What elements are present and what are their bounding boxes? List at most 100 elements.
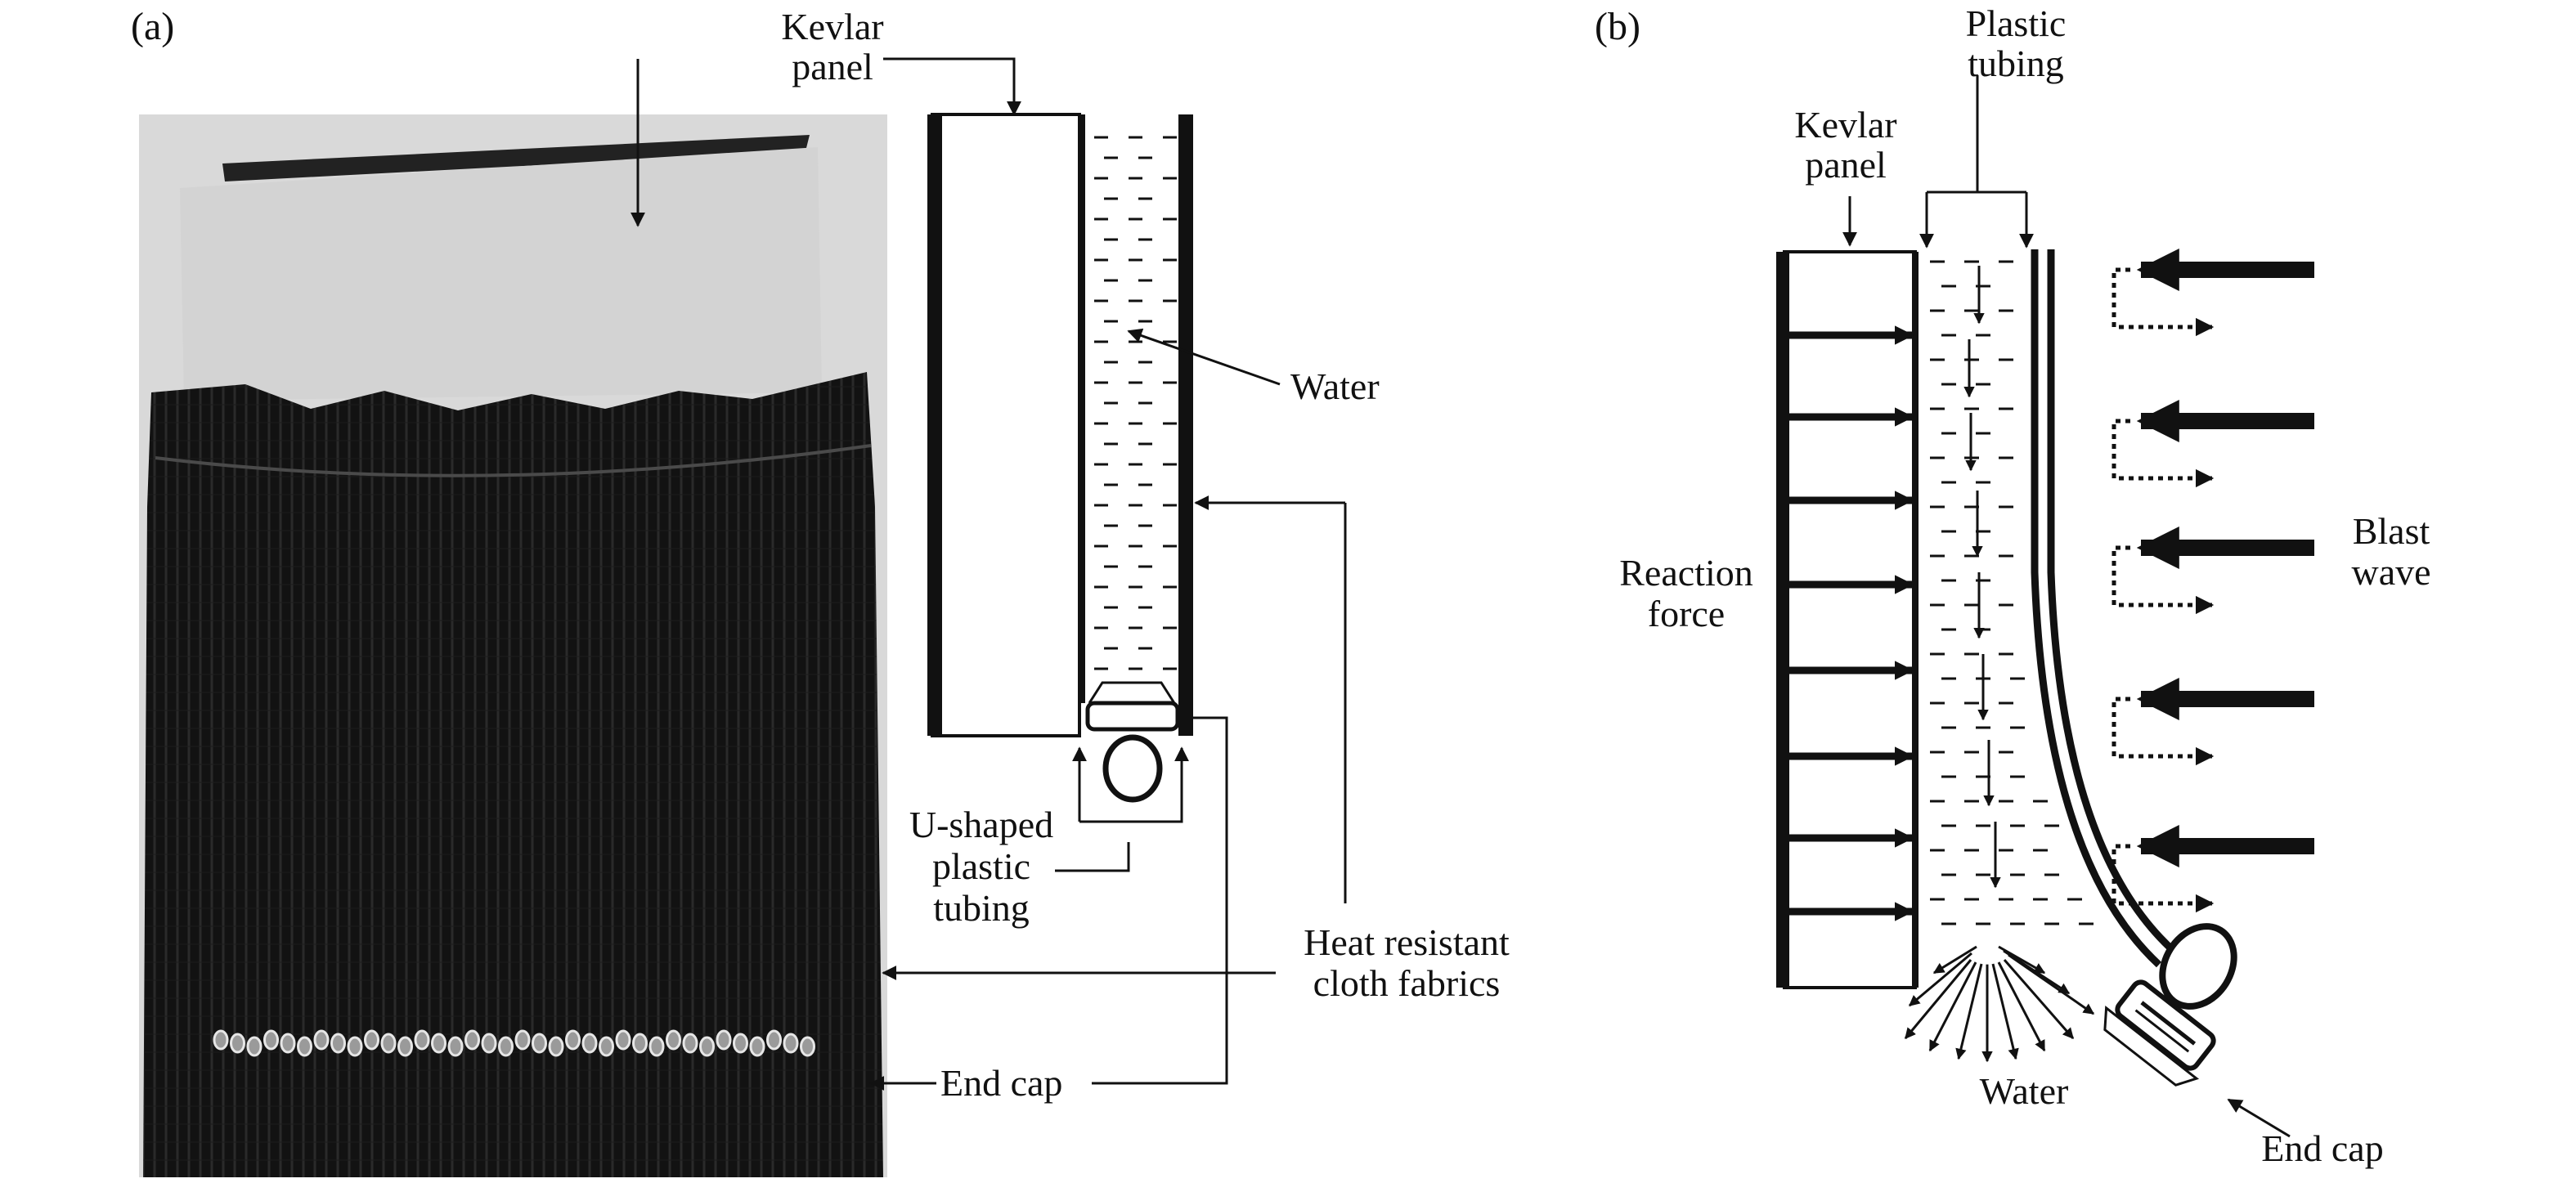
spray-arrow	[1932, 945, 1977, 975]
u-shaped-tubing-loop	[1102, 734, 1163, 803]
end-cap-photo	[733, 1033, 748, 1054]
prototype-photo	[139, 114, 887, 1177]
end-cap-photo	[766, 1029, 782, 1051]
end-cap-photo	[615, 1029, 631, 1051]
end-cap-photo	[800, 1036, 815, 1057]
fabric-seam	[155, 444, 872, 477]
end-cap-photo	[498, 1036, 514, 1057]
label-heat-resistant-1: Heat resistant	[1304, 921, 1510, 963]
reflected-wave-arrow	[2112, 545, 2215, 615]
kevlar-panel-block-b	[1783, 250, 1917, 989]
end-cap-photo	[548, 1036, 564, 1057]
end-cap-photo	[414, 1029, 430, 1051]
reflected-wave-arrow	[2112, 419, 2215, 488]
kevlar-sheet	[180, 147, 822, 401]
panel-b-leaders	[1842, 75, 2291, 1138]
reflected-wave-arrow	[2112, 697, 2215, 766]
water-spray-arrows	[1904, 945, 2095, 1063]
panel-b: (b) Plastic	[1595, 2, 2431, 1169]
end-cap-photo	[380, 1033, 397, 1054]
label-kevlar-b-2: panel	[1805, 144, 1887, 186]
label-plastic-tubing-2: tubing	[1968, 43, 2064, 84]
end-cap-photo	[716, 1029, 732, 1051]
end-cap-photo	[447, 1036, 464, 1057]
fabric-sleeve	[143, 372, 883, 1177]
end-cap-photo	[364, 1029, 379, 1051]
bent-outer-wall-1	[2031, 249, 2162, 968]
end-cap-photo	[397, 1036, 413, 1057]
end-cap-photo	[648, 1036, 665, 1057]
end-cap-row	[213, 1029, 815, 1057]
end-cap-photo	[464, 1029, 480, 1051]
label-water-a: Water	[1290, 365, 1380, 407]
end-cap-photo	[783, 1033, 799, 1054]
spray-arrow	[1991, 963, 2019, 1060]
leader-u-tubing	[1055, 842, 1130, 872]
label-blast-wave-1: Blast	[2353, 510, 2430, 552]
u-tubing-loop-b	[2159, 923, 2237, 1010]
label-water-b: Water	[1980, 1070, 2069, 1112]
end-cap-detached	[2103, 979, 2216, 1087]
label-reaction-force-2: force	[1648, 593, 1725, 634]
water-flow-arrows	[1963, 266, 2001, 889]
label-end-cap-a: End cap	[940, 1062, 1062, 1104]
spray-arrow	[2003, 959, 2075, 1040]
heat-resistant-fabric-wall	[1178, 114, 1193, 736]
panel-b-label: (b)	[1595, 5, 1640, 48]
tube-inner-wall-b	[1912, 252, 1919, 988]
end-cap-photo	[297, 1036, 312, 1057]
label-kevlar-a-1: Kevlar	[781, 6, 883, 47]
end-cap-photo	[431, 1033, 447, 1054]
end-cap-photo	[263, 1029, 279, 1051]
label-u-tubing-2: plastic	[932, 845, 1030, 887]
leader-end-cap-schematic	[1092, 716, 1228, 1085]
label-plastic-tubing-1: Plastic	[1966, 2, 2067, 44]
water-dashes-b	[1930, 260, 2094, 925]
end-cap-photo	[749, 1036, 765, 1057]
bent-outer-wall-2	[2047, 249, 2178, 956]
end-cap-photo	[330, 1033, 346, 1054]
label-blast-wave-2: wave	[2351, 551, 2430, 593]
label-heat-resistant-2: cloth fabrics	[1313, 962, 1501, 1004]
reaction-force-arrows	[1789, 325, 1914, 921]
label-u-tubing-1: U-shaped	[909, 804, 1053, 845]
panel-a-leaders	[631, 57, 1347, 1091]
end-cap-photo	[514, 1029, 531, 1051]
panel-a: (a)	[131, 5, 1510, 1177]
kevlar-panel-edge	[927, 114, 942, 736]
leader-kevlar-panel-a	[883, 57, 1021, 116]
label-kevlar-a-2: panel	[792, 46, 873, 87]
cross-section	[927, 113, 1193, 803]
blast-wave-arrows	[2112, 249, 2314, 913]
spray-arrow	[1955, 963, 1983, 1060]
tube-inner-wall	[1078, 114, 1085, 703]
leader-end-cap-b	[2227, 1098, 2291, 1138]
end-cap-photo	[565, 1029, 581, 1051]
end-cap-photo	[481, 1033, 497, 1054]
end-cap-photo	[699, 1036, 715, 1057]
end-cap-photo	[213, 1029, 229, 1051]
label-u-tubing-3: tubing	[933, 887, 1030, 929]
kevlar-panel-block	[931, 113, 1081, 737]
spray-arrow	[2008, 953, 2095, 1015]
spray-arrow	[1904, 959, 1972, 1040]
spray-arrow	[1908, 952, 1972, 1007]
end-cap-photo	[632, 1033, 648, 1054]
end-cap-photo	[666, 1029, 681, 1051]
end-cap-photo	[313, 1029, 330, 1051]
water-dashes	[1094, 136, 1177, 670]
end-cap-photo	[581, 1033, 598, 1054]
end-cap-photo	[599, 1036, 614, 1057]
end-cap-photo	[230, 1033, 245, 1054]
end-cap-photo	[532, 1033, 547, 1054]
spray-arrow	[1998, 945, 2046, 975]
end-cap-photo	[347, 1036, 363, 1057]
spray-arrow	[1997, 961, 2046, 1052]
end-cap-top	[1088, 681, 1176, 704]
spray-arrow	[1928, 961, 1977, 1052]
panel-a-label: (a)	[131, 5, 174, 48]
end-cap-photo	[280, 1033, 296, 1054]
reflected-wave-arrow	[2112, 844, 2215, 913]
end-cap-photo	[246, 1036, 263, 1057]
